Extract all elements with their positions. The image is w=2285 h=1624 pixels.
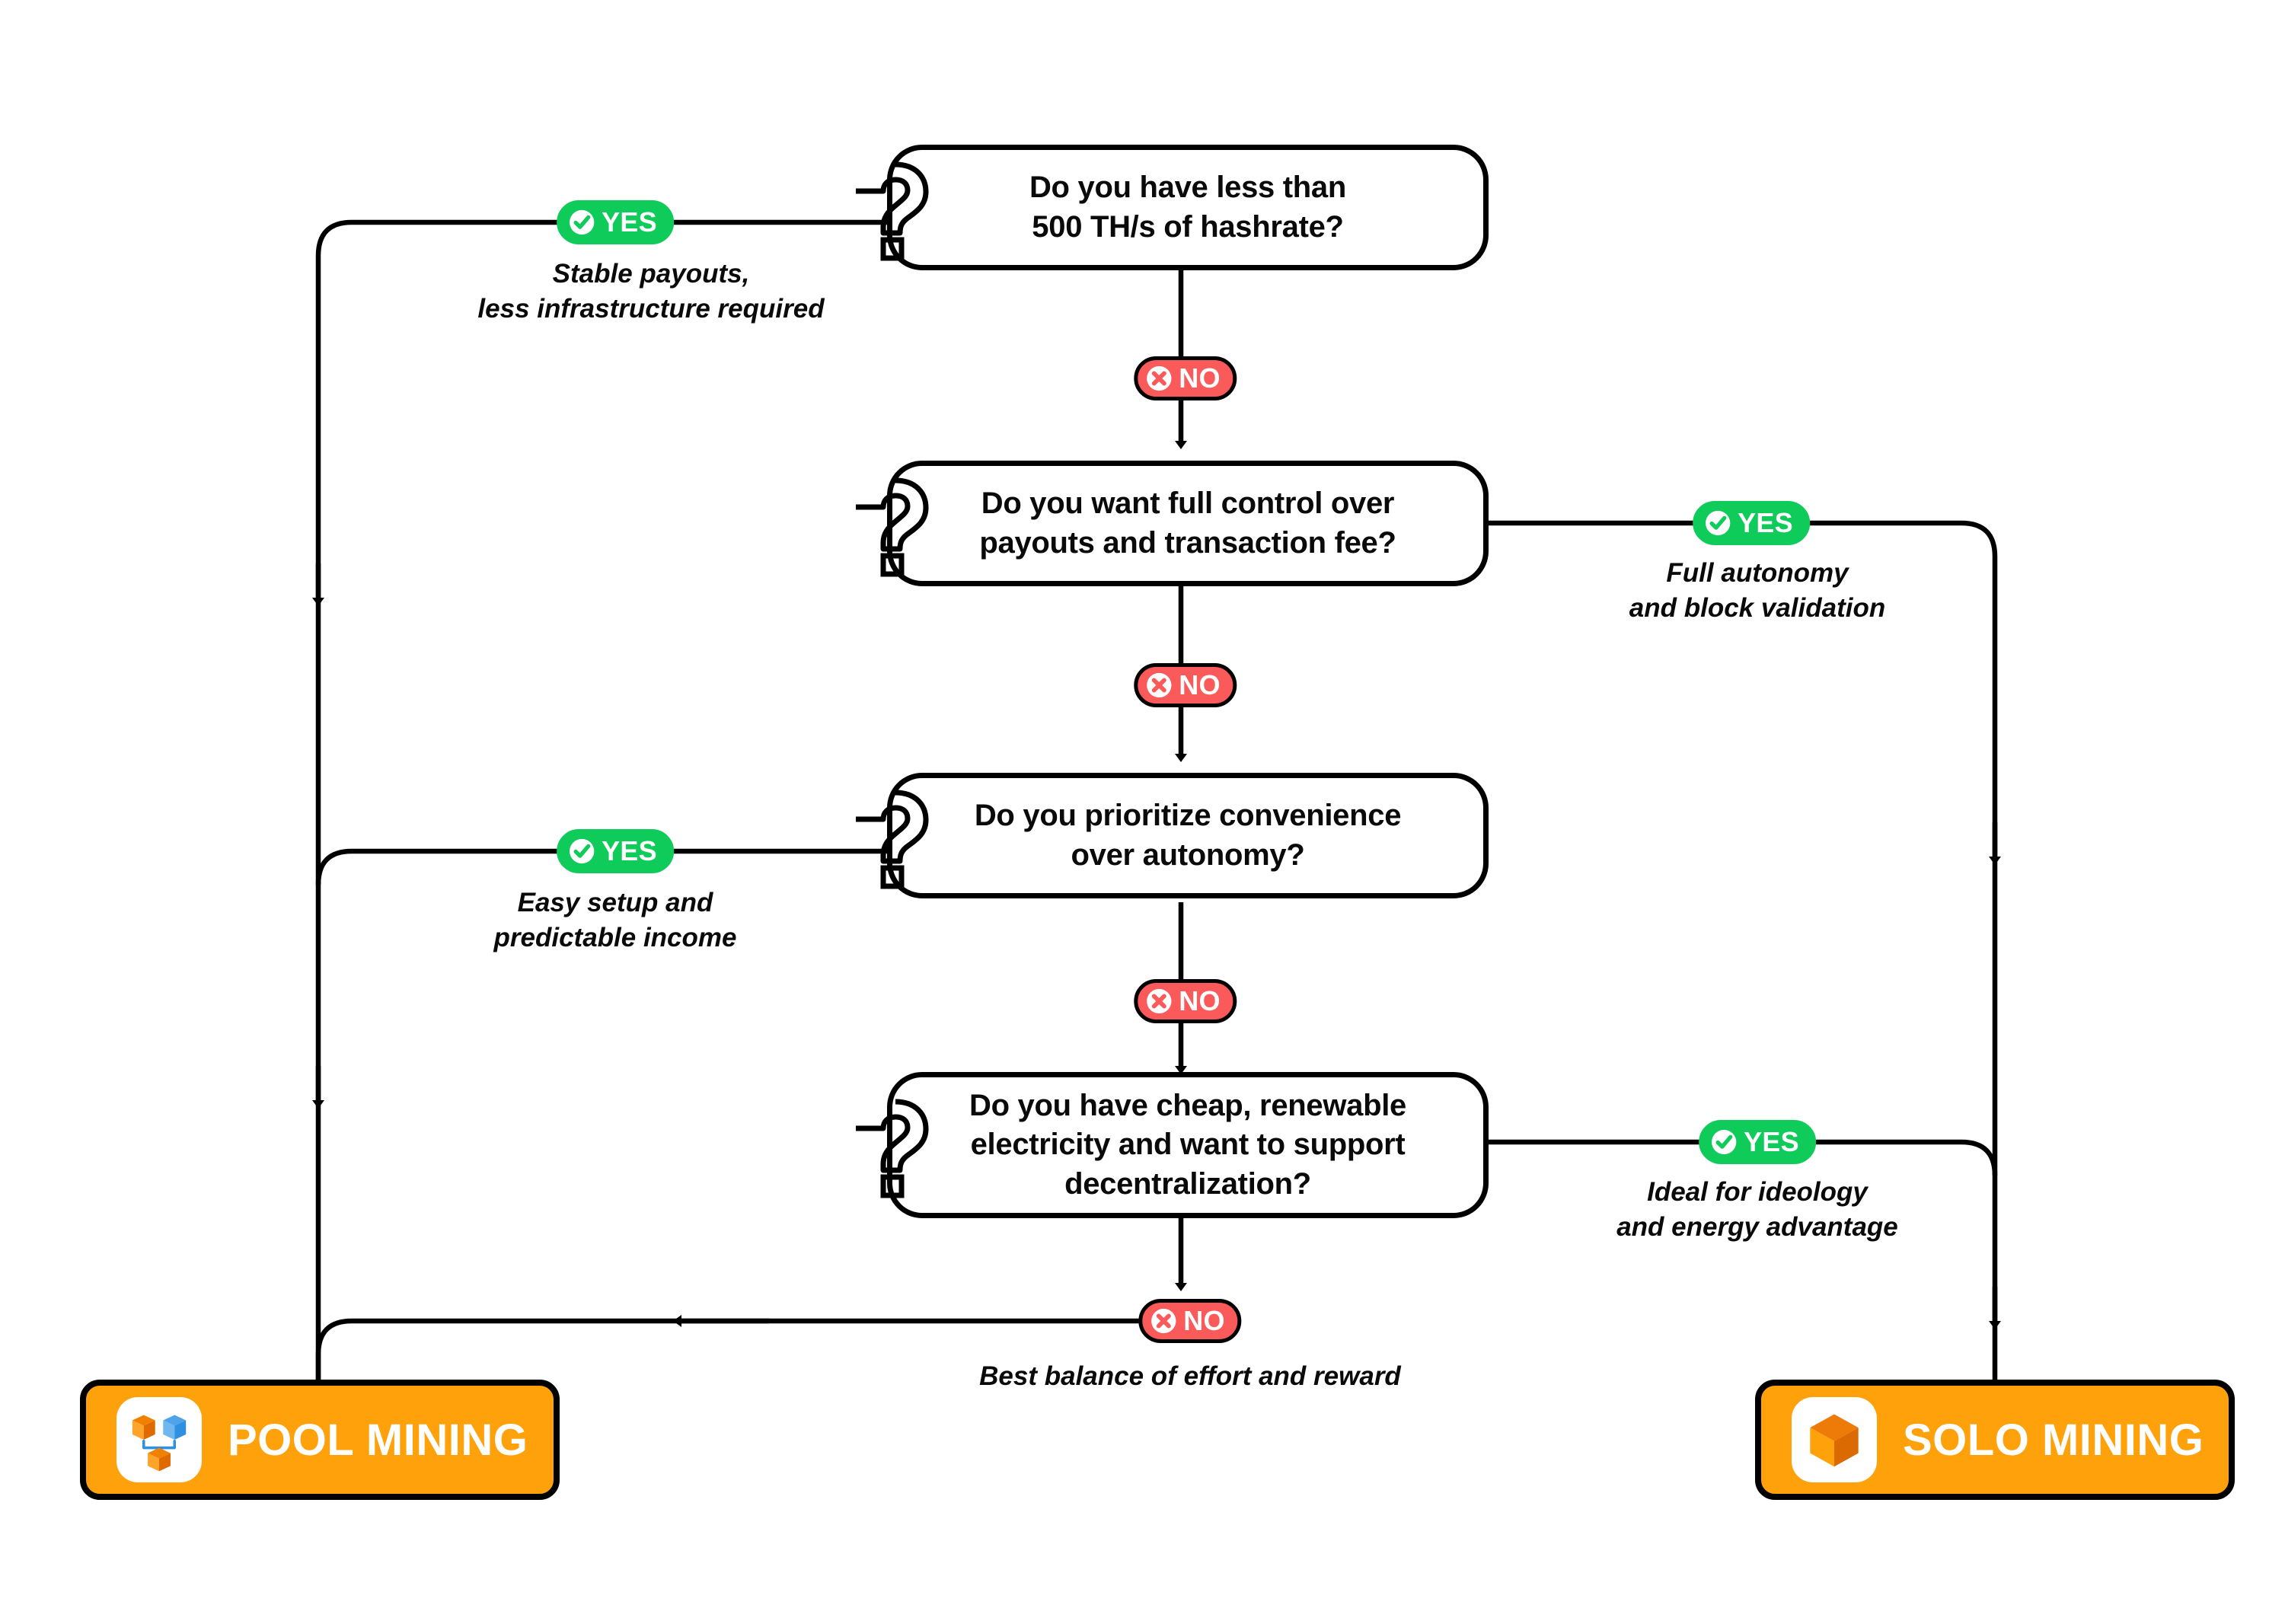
caption-q4-yes: Ideal for ideology and energy advantage <box>1616 1177 1898 1242</box>
caption-q1-yes: Stable payouts, less infrastructure requ… <box>477 259 825 324</box>
solo-cube-icon <box>1810 1414 1859 1467</box>
question-text-1: Do you have less than 500 TH/s of hashra… <box>1010 168 1366 246</box>
question-line: Do you have less than <box>1029 171 1347 205</box>
pool-mining-label: POOL MINING <box>228 1415 528 1465</box>
outcome-solo-mining[interactable]: SOLO MINING <box>1755 1380 2235 1500</box>
question-text-3: Do you prioritize convenience over auton… <box>955 796 1421 874</box>
badge-yes-q1[interactable]: YES <box>557 200 674 244</box>
badge-label: YES <box>1738 507 1793 538</box>
badge-label: NO <box>1179 669 1221 700</box>
pool-icon-tile <box>116 1397 202 1482</box>
question-mark-icon <box>856 161 929 260</box>
question-line: Do you have cheap, renewable <box>969 1089 1407 1123</box>
question-mark-icon <box>856 1099 929 1198</box>
badge-label: YES <box>602 206 657 238</box>
question-line: electricity and want to support <box>970 1128 1406 1162</box>
question-mark-icon <box>856 477 929 576</box>
question-line: Do you want full control over <box>981 487 1395 521</box>
outcome-pool-mining[interactable]: POOL MINING <box>80 1380 560 1500</box>
question-box-4[interactable]: Do you have cheap, renewable electricity… <box>856 1072 1489 1218</box>
x-circle-icon <box>1147 672 1172 698</box>
question-line: payouts and transaction fee? <box>979 525 1396 560</box>
caption-q3-yes: Easy setup and predictable income <box>493 888 737 952</box>
badge-yes-q4[interactable]: YES <box>1699 1120 1816 1164</box>
question-line: over autonomy? <box>1071 838 1305 872</box>
pool-cubes-icon <box>132 1415 187 1472</box>
solo-mining-label: SOLO MINING <box>1903 1415 2204 1465</box>
check-circle-icon <box>570 209 595 235</box>
badge-label: NO <box>1183 1305 1225 1336</box>
badge-yes-q3[interactable]: YES <box>557 829 674 873</box>
question-line: decentralization? <box>1064 1166 1311 1201</box>
solo-icon-tile <box>1792 1397 1877 1482</box>
badge-label: YES <box>1744 1126 1799 1157</box>
x-circle-icon <box>1151 1308 1176 1334</box>
question-text-4: Do you have cheap, renewable electricity… <box>949 1086 1426 1204</box>
badge-yes-q2[interactable]: YES <box>1693 501 1810 545</box>
question-line: Do you prioritize convenience <box>974 799 1402 833</box>
x-circle-icon <box>1147 365 1172 391</box>
badge-no-q4[interactable]: NO <box>1138 1299 1242 1343</box>
question-mark-icon <box>856 790 929 889</box>
badge-no-q1[interactable]: NO <box>1134 356 1237 400</box>
question-line: 500 TH/s of hashrate? <box>1032 209 1344 244</box>
check-circle-icon <box>1706 510 1731 536</box>
badge-no-q3[interactable]: NO <box>1134 979 1237 1023</box>
badge-label: NO <box>1179 362 1221 394</box>
question-box-1[interactable]: Do you have less than 500 TH/s of hashra… <box>856 145 1489 270</box>
badge-label: NO <box>1179 985 1221 1016</box>
question-box-3[interactable]: Do you prioritize convenience over auton… <box>856 773 1489 898</box>
badge-label: YES <box>602 835 657 866</box>
caption-q2-yes: Full autonomy and block validation <box>1629 558 1886 623</box>
question-box-2[interactable]: Do you want full control over payouts an… <box>856 461 1489 586</box>
caption-q4-no: Best balance of effort and reward <box>979 1361 1401 1391</box>
badge-no-q2[interactable]: NO <box>1134 663 1237 707</box>
question-text-2: Do you want full control over payouts an… <box>959 484 1415 562</box>
check-circle-icon <box>570 838 595 864</box>
x-circle-icon <box>1147 988 1172 1014</box>
check-circle-icon <box>1712 1129 1737 1155</box>
